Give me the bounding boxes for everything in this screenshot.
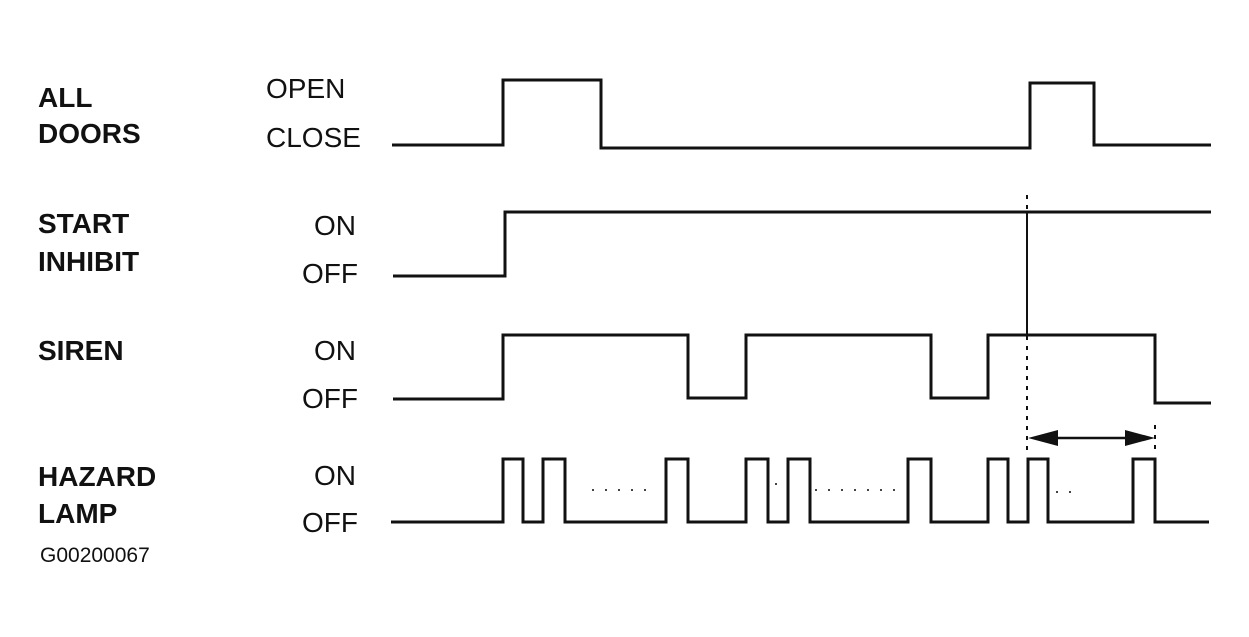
start-inhibit-waveform (393, 210, 1211, 278)
figure-id: G00200067 (40, 544, 150, 567)
all-doors-high-state: OPEN (266, 73, 345, 104)
duration-arrow-right-head (1125, 430, 1155, 446)
timing-markers (1026, 195, 1156, 455)
state-labels: OPEN CLOSE ON OFF ON OFF ON OFF (266, 73, 361, 538)
start-inhibit-label-line1: START (38, 208, 129, 239)
siren-label: SIREN (38, 335, 124, 366)
signal-labels: ALL DOORS START INHIBIT SIREN HAZARD LAM… (38, 82, 156, 529)
duration-arrow-left-head (1028, 430, 1058, 446)
hazard-lamp-waveform (391, 457, 1209, 524)
all-doors-label-line2: DOORS (38, 118, 141, 149)
siren-high-state: ON (314, 335, 356, 366)
all-doors-label-line1: ALL (38, 82, 92, 113)
siren-low-state: OFF (302, 383, 358, 414)
start-inhibit-label-line2: INHIBIT (38, 246, 139, 277)
siren-waveform (393, 333, 1211, 405)
start-inhibit-low-state: OFF (302, 258, 358, 289)
start-inhibit-high-state: ON (314, 210, 356, 241)
hazard-lamp-low-state: OFF (302, 507, 358, 538)
all-doors-waveform (392, 78, 1211, 150)
hazard-lamp-label-line1: HAZARD (38, 461, 156, 492)
all-doors-low-state: CLOSE (266, 122, 361, 153)
hazard-continuation-dots (592, 483, 1075, 493)
hazard-lamp-label-line2: LAMP (38, 498, 117, 529)
hazard-lamp-high-state: ON (314, 460, 356, 491)
duration-arrow (1028, 430, 1155, 446)
